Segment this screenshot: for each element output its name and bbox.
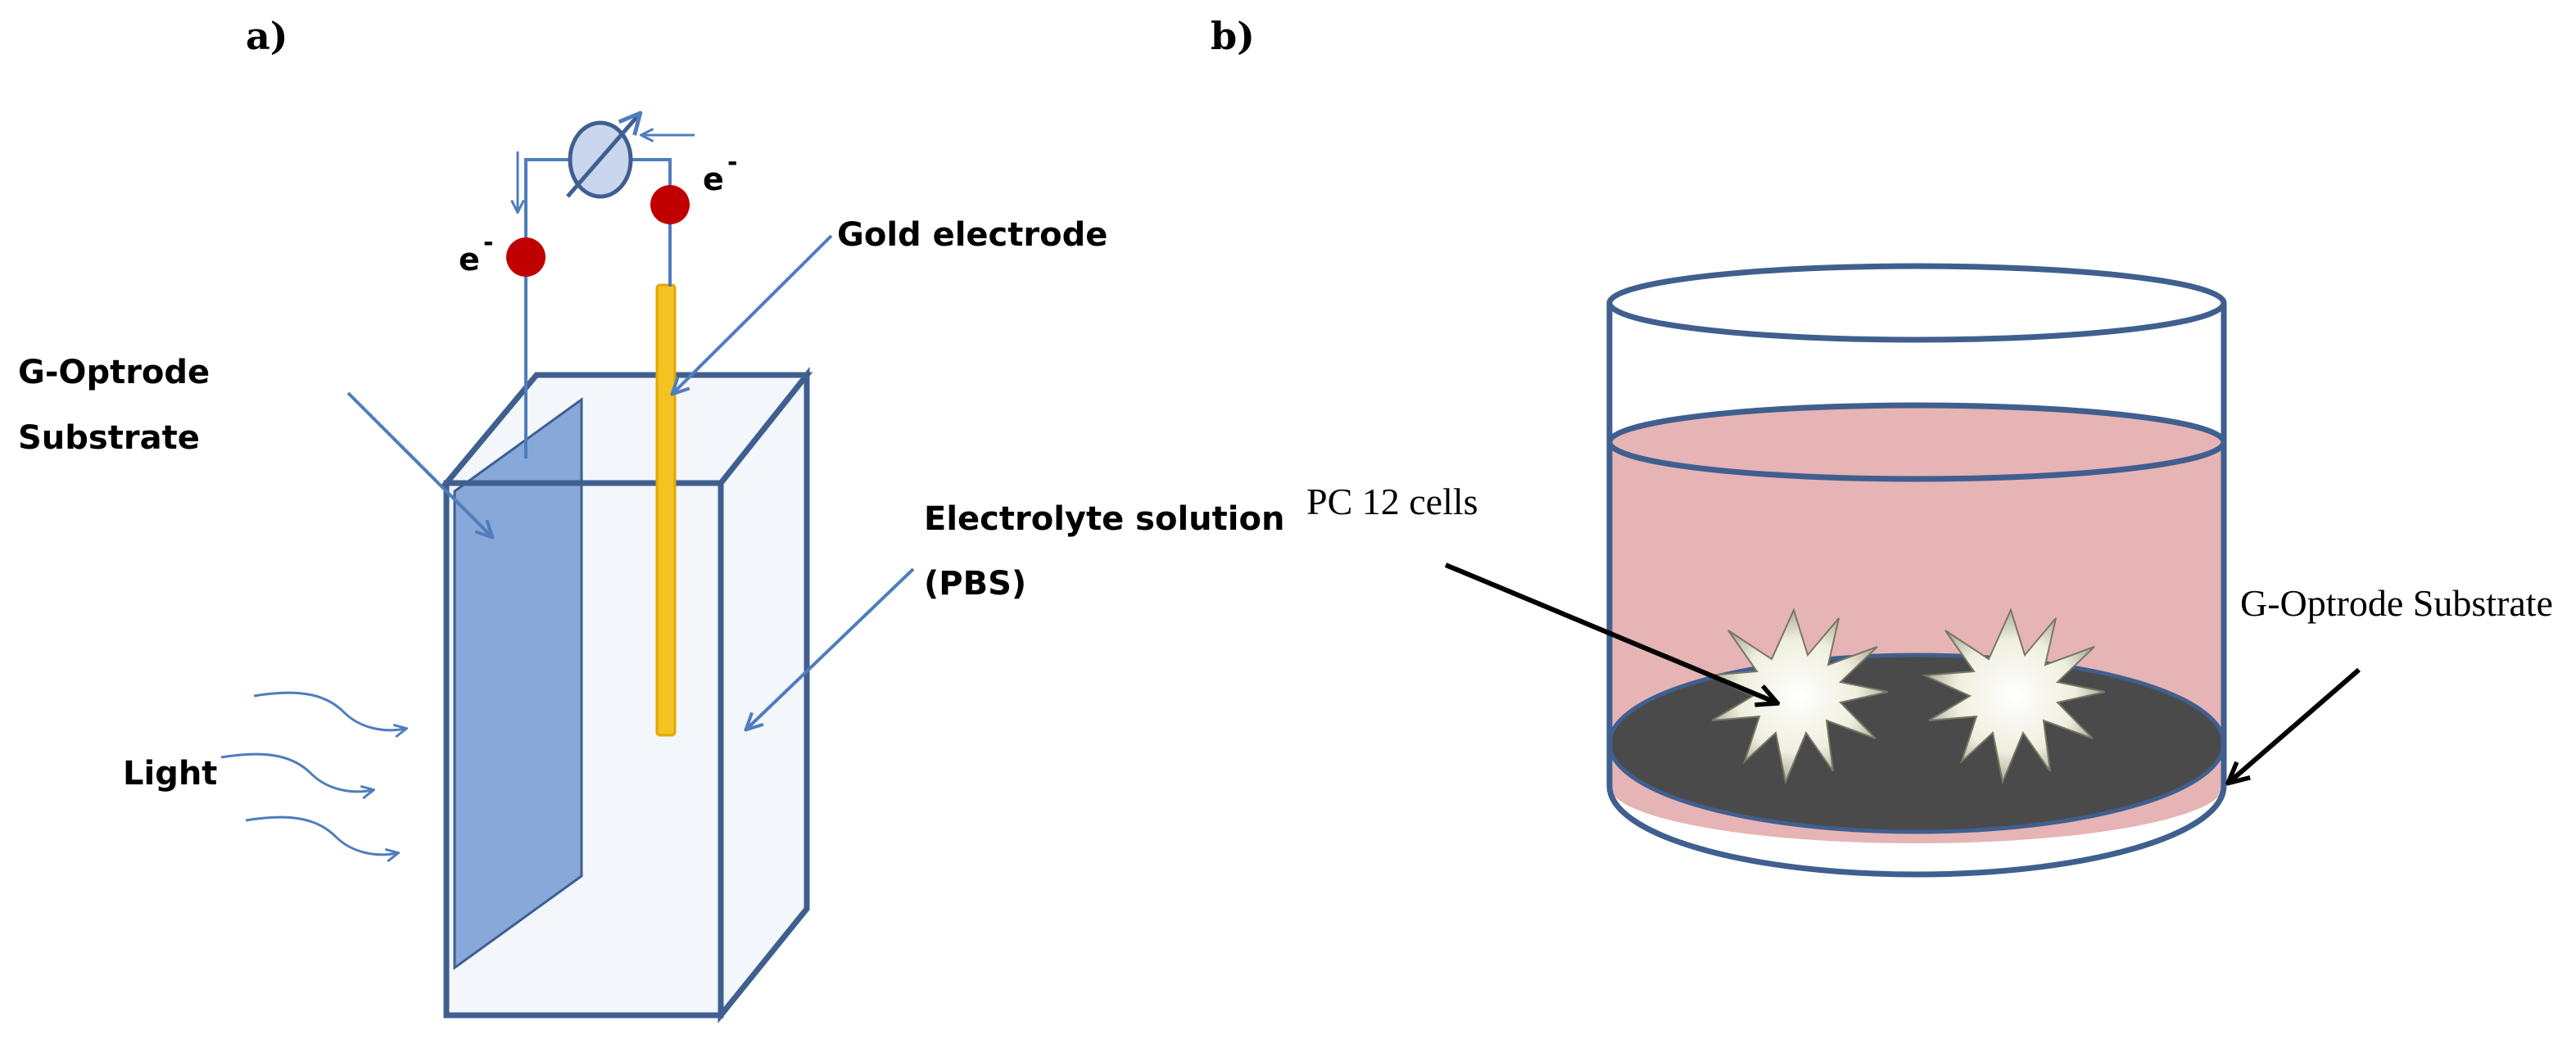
panel-b: b) PC 12 cells G-Optrode Substrate (1211, 14, 2553, 878)
substrate-pointer (2230, 667, 2361, 782)
electrolyte-label-line1: Electrolyte solution (924, 500, 1284, 538)
g-optrode-label-line2: Substrate (18, 419, 200, 457)
electron-right-sign: - (727, 148, 737, 177)
dish-bottom-edge (1606, 785, 2227, 878)
medium-surface (1606, 402, 2227, 482)
electron-left-label: e (459, 242, 480, 278)
pc12-cell-left (1705, 608, 1889, 785)
electron-right (650, 185, 690, 224)
light-label: Light (123, 755, 217, 793)
g-optrode-label-line1: G-Optrode (18, 354, 210, 391)
dish-rim (1606, 263, 2227, 343)
gold-electrode (655, 283, 677, 737)
panel-b-label: b) (1211, 14, 1255, 58)
pc12-cell-right (1922, 608, 2106, 785)
pc12-cells-label: PC 12 cells (1306, 481, 1478, 522)
electron-left-sign: - (483, 228, 493, 257)
electron-left (506, 237, 546, 277)
electrolyte-label-line2: (PBS) (924, 565, 1026, 603)
electron-right-label: e (703, 161, 724, 197)
light-rays (220, 691, 405, 855)
pc12-pointer (1444, 562, 1776, 702)
g-optrode-substrate-disc (1607, 653, 2226, 834)
panel-a: a) e - (18, 14, 1284, 1023)
gold-electrode-pointer (673, 234, 833, 393)
panel-a-label: a) (246, 14, 288, 58)
g-optrode-pointer (346, 391, 491, 536)
g-optrode-plate (453, 397, 583, 970)
culture-dish (1606, 263, 2227, 878)
gold-electrode-label: Gold electrode (837, 216, 1107, 254)
electrolyte-pointer (747, 567, 915, 729)
meter-icon (566, 115, 639, 199)
wire-right (631, 158, 672, 287)
g-optrode-substrate-label: G-Optrode Substrate (2240, 582, 2553, 624)
